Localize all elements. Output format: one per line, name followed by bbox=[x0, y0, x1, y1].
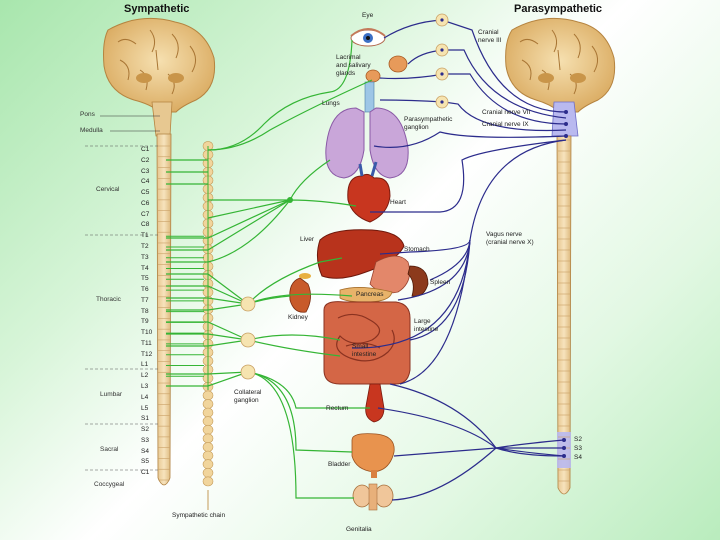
coccygeal-label: Coccygeal bbox=[94, 481, 125, 488]
lumbar-label: Lumbar bbox=[100, 391, 123, 398]
medulla-label: Medulla bbox=[80, 127, 103, 134]
sacral-label: Sacral bbox=[100, 446, 119, 453]
collateral-ganglion-label-2: ganglion bbox=[234, 397, 259, 404]
thoracic-label: Thoracic bbox=[96, 296, 121, 303]
right-s2-label: S2 bbox=[574, 436, 582, 443]
segment-label: C4 bbox=[141, 178, 150, 186]
segment-label: L3 bbox=[141, 383, 149, 391]
cranial-nerve-iii-label-2: nerve III bbox=[478, 37, 502, 44]
segment-label: L4 bbox=[141, 393, 149, 401]
segment-label: L2 bbox=[141, 372, 149, 380]
sympathetic-chain bbox=[166, 141, 214, 510]
segment-label: T4 bbox=[141, 264, 149, 272]
segment-label: C2 bbox=[141, 156, 150, 164]
segment-label: C7 bbox=[141, 210, 150, 218]
segment-label: C1 bbox=[141, 469, 150, 477]
segment-label: T5 bbox=[141, 275, 149, 283]
parasympathetic-ganglia bbox=[435, 13, 449, 109]
spleen-organ bbox=[407, 265, 429, 297]
segment-label: T7 bbox=[141, 296, 149, 304]
parasympathetic-fibers bbox=[351, 19, 567, 501]
segment-label: S2 bbox=[141, 426, 149, 434]
lacrimal-gland-organ bbox=[365, 55, 408, 83]
intestines-organ bbox=[323, 301, 411, 385]
sympathetic-ganglia bbox=[240, 197, 293, 380]
segment-label: S1 bbox=[141, 415, 149, 423]
segment-label: T12 bbox=[141, 350, 153, 358]
pons-label: Pons bbox=[80, 111, 95, 118]
stomach-label: Stomach bbox=[404, 246, 430, 253]
sympathetic-chain-label: Sympathetic chain bbox=[172, 512, 226, 519]
parasympathetic-ganglion-label-1: Parasympathetic bbox=[404, 116, 453, 123]
segment-label: T2 bbox=[141, 242, 149, 250]
liver-label: Liver bbox=[300, 236, 315, 243]
lungs-organ bbox=[325, 107, 409, 179]
segment-label: L5 bbox=[141, 404, 149, 412]
lacrimal-label-2: and salivary bbox=[336, 62, 371, 69]
parasympathetic-ganglion-label-2: ganglion bbox=[404, 124, 429, 131]
heart-organ bbox=[347, 161, 391, 223]
segment-label: C1 bbox=[141, 146, 150, 153]
genitalia-label: Genitalia bbox=[346, 526, 372, 533]
segment-label: T9 bbox=[141, 318, 149, 326]
left-spinal-cord bbox=[156, 133, 172, 486]
eye-organ bbox=[350, 28, 386, 47]
segment-label: C5 bbox=[141, 189, 150, 197]
segment-label: L1 bbox=[141, 361, 149, 369]
segment-label: T11 bbox=[141, 339, 152, 347]
kidney-organ bbox=[289, 273, 311, 313]
segment-label: T6 bbox=[141, 286, 149, 294]
segment-label: T1 bbox=[141, 232, 149, 240]
vagus-nerve-label-2: (cranial nerve X) bbox=[486, 239, 534, 246]
lacrimal-label-1: Lacrimal bbox=[336, 54, 361, 61]
segment-label: S3 bbox=[141, 436, 149, 444]
bladder-organ bbox=[351, 433, 395, 478]
rectum-organ bbox=[365, 383, 385, 423]
pancreas-label: Pancreas bbox=[356, 291, 384, 298]
vagus-nerve-label-1: Vagus nerve bbox=[486, 231, 523, 238]
segment-label: C3 bbox=[141, 167, 150, 175]
parasympathetic-title: Parasympathetic bbox=[514, 3, 603, 15]
region-separators bbox=[85, 145, 158, 471]
cranial-nerve-vii-label: Cranial nerve VII bbox=[482, 109, 531, 116]
small-intestine-label-1: Small bbox=[352, 343, 369, 350]
segment-label: C8 bbox=[141, 221, 150, 229]
collateral-ganglion-label-1: Collateral bbox=[234, 389, 262, 396]
segment-label: C6 bbox=[141, 199, 150, 207]
right-s3-label: S3 bbox=[574, 445, 582, 452]
segment-label: T3 bbox=[141, 253, 149, 261]
segment-label: S5 bbox=[141, 458, 149, 466]
cranial-nerve-iii-label-1: Cranial bbox=[478, 29, 499, 36]
trachea-organ bbox=[364, 81, 375, 113]
left-brain bbox=[103, 17, 216, 137]
bladder-label: Bladder bbox=[328, 461, 351, 468]
genitalia-organ bbox=[352, 483, 394, 511]
parasympathetic-dots bbox=[440, 18, 568, 458]
cranial-nerve-ix-label: Cranial nerve IX bbox=[482, 121, 529, 128]
heart-label: Heart bbox=[390, 199, 406, 206]
sympathetic-fibers bbox=[166, 39, 373, 499]
right-s4-label: S4 bbox=[574, 454, 582, 461]
eye-label: Eye bbox=[362, 12, 374, 19]
segment-label: S4 bbox=[141, 447, 149, 455]
small-intestine-label-2: intestine bbox=[352, 351, 377, 358]
sympathetic-title: Sympathetic bbox=[124, 3, 190, 15]
rectum-label: Rectum bbox=[326, 405, 349, 412]
lungs-label: Lungs bbox=[322, 100, 340, 107]
kidney-label: Kidney bbox=[288, 314, 308, 321]
spleen-label: Spleen bbox=[430, 279, 451, 286]
pancreas-organ bbox=[339, 287, 393, 303]
right-brain bbox=[505, 17, 616, 137]
large-intestine-label-1: Large bbox=[414, 318, 431, 325]
segment-label: T8 bbox=[141, 307, 149, 315]
lacrimal-label-3: glands bbox=[336, 70, 356, 77]
segment-label: T10 bbox=[141, 329, 153, 337]
cervical-label: Cervical bbox=[96, 186, 120, 193]
large-intestine-label-2: intestine bbox=[414, 326, 439, 333]
